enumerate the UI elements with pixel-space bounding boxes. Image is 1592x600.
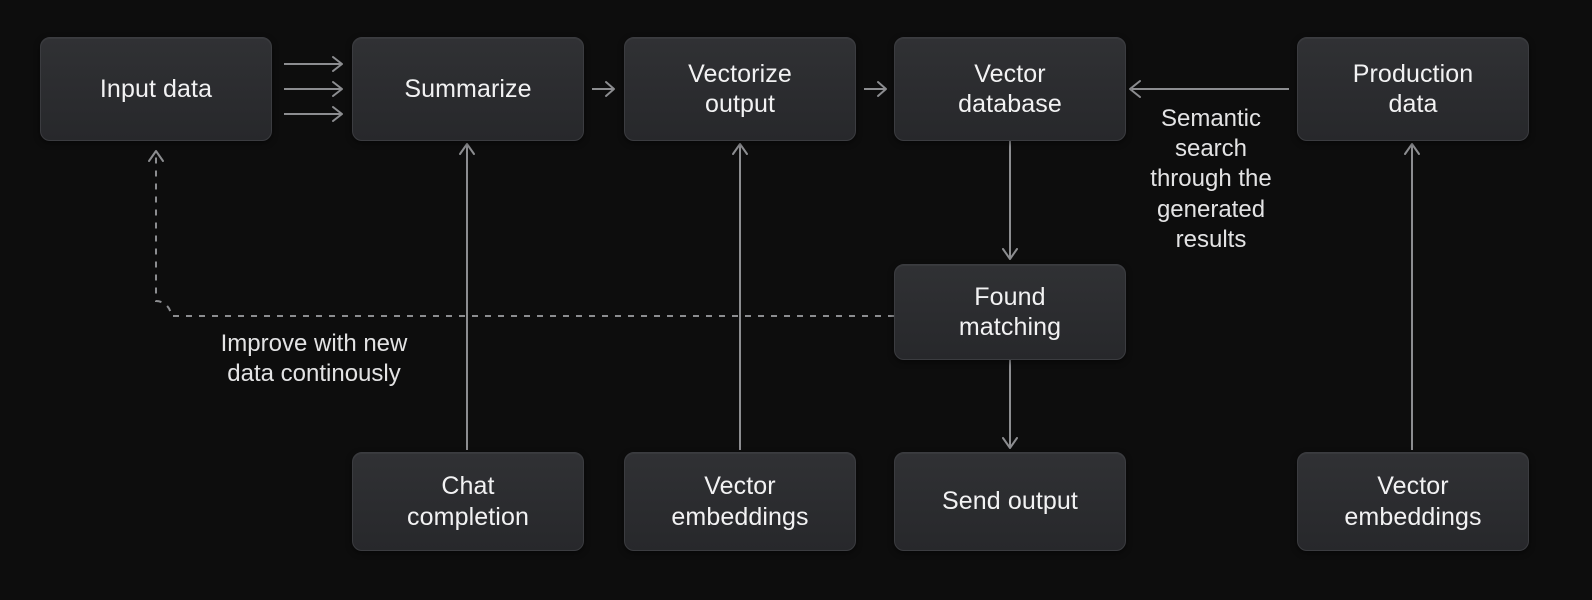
node-production-data[interactable]: Production data [1297, 37, 1529, 141]
edge-label-improve-loop: Improve with new data continously [220, 330, 408, 388]
connector-production-to-vectordb [1129, 80, 1289, 98]
connector-vectorize-to-vectordb [864, 81, 887, 97]
node-label: Input data [99, 74, 213, 103]
connector-embeddings2-to-production [1404, 143, 1420, 450]
node-send-output[interactable]: Send output [894, 452, 1126, 551]
node-label: Production data [1352, 59, 1474, 119]
node-label: Send output [942, 487, 1078, 516]
node-input-data[interactable]: Input data [40, 37, 272, 141]
node-label: Vector database [958, 59, 1062, 119]
connector-chat-to-summarize [459, 143, 475, 450]
node-label: Vectorize output [688, 59, 792, 119]
node-chat-completion[interactable]: Chat completion [352, 452, 584, 551]
node-vectorize-output[interactable]: Vectorize output [624, 37, 856, 141]
node-label: Vector embeddings [671, 472, 809, 531]
edge-label-semantic-search: Semantic search through the generated re… [1150, 105, 1272, 253]
connector-feedback-loop [148, 150, 894, 317]
node-label: Vector embeddings [1344, 472, 1482, 531]
connector-embeddings-to-vectorize [732, 143, 748, 450]
node-vector-embeddings[interactable]: Vector embeddings [624, 452, 856, 551]
node-label: Chat completion [407, 472, 529, 531]
connector-summarize-to-vectorize [592, 81, 615, 97]
connector-vectordb-to-found [1002, 134, 1018, 260]
connector-input-to-summarize [284, 56, 343, 122]
connector-found-to-send [1002, 360, 1018, 449]
node-label: Found matching [958, 282, 1062, 342]
node-vector-embeddings-2[interactable]: Vector embeddings [1297, 452, 1529, 551]
node-vector-database[interactable]: Vector database [894, 37, 1126, 141]
node-summarize[interactable]: Summarize [352, 37, 584, 141]
node-label: Summarize [404, 74, 532, 103]
node-found-matching[interactable]: Found matching [894, 264, 1126, 360]
